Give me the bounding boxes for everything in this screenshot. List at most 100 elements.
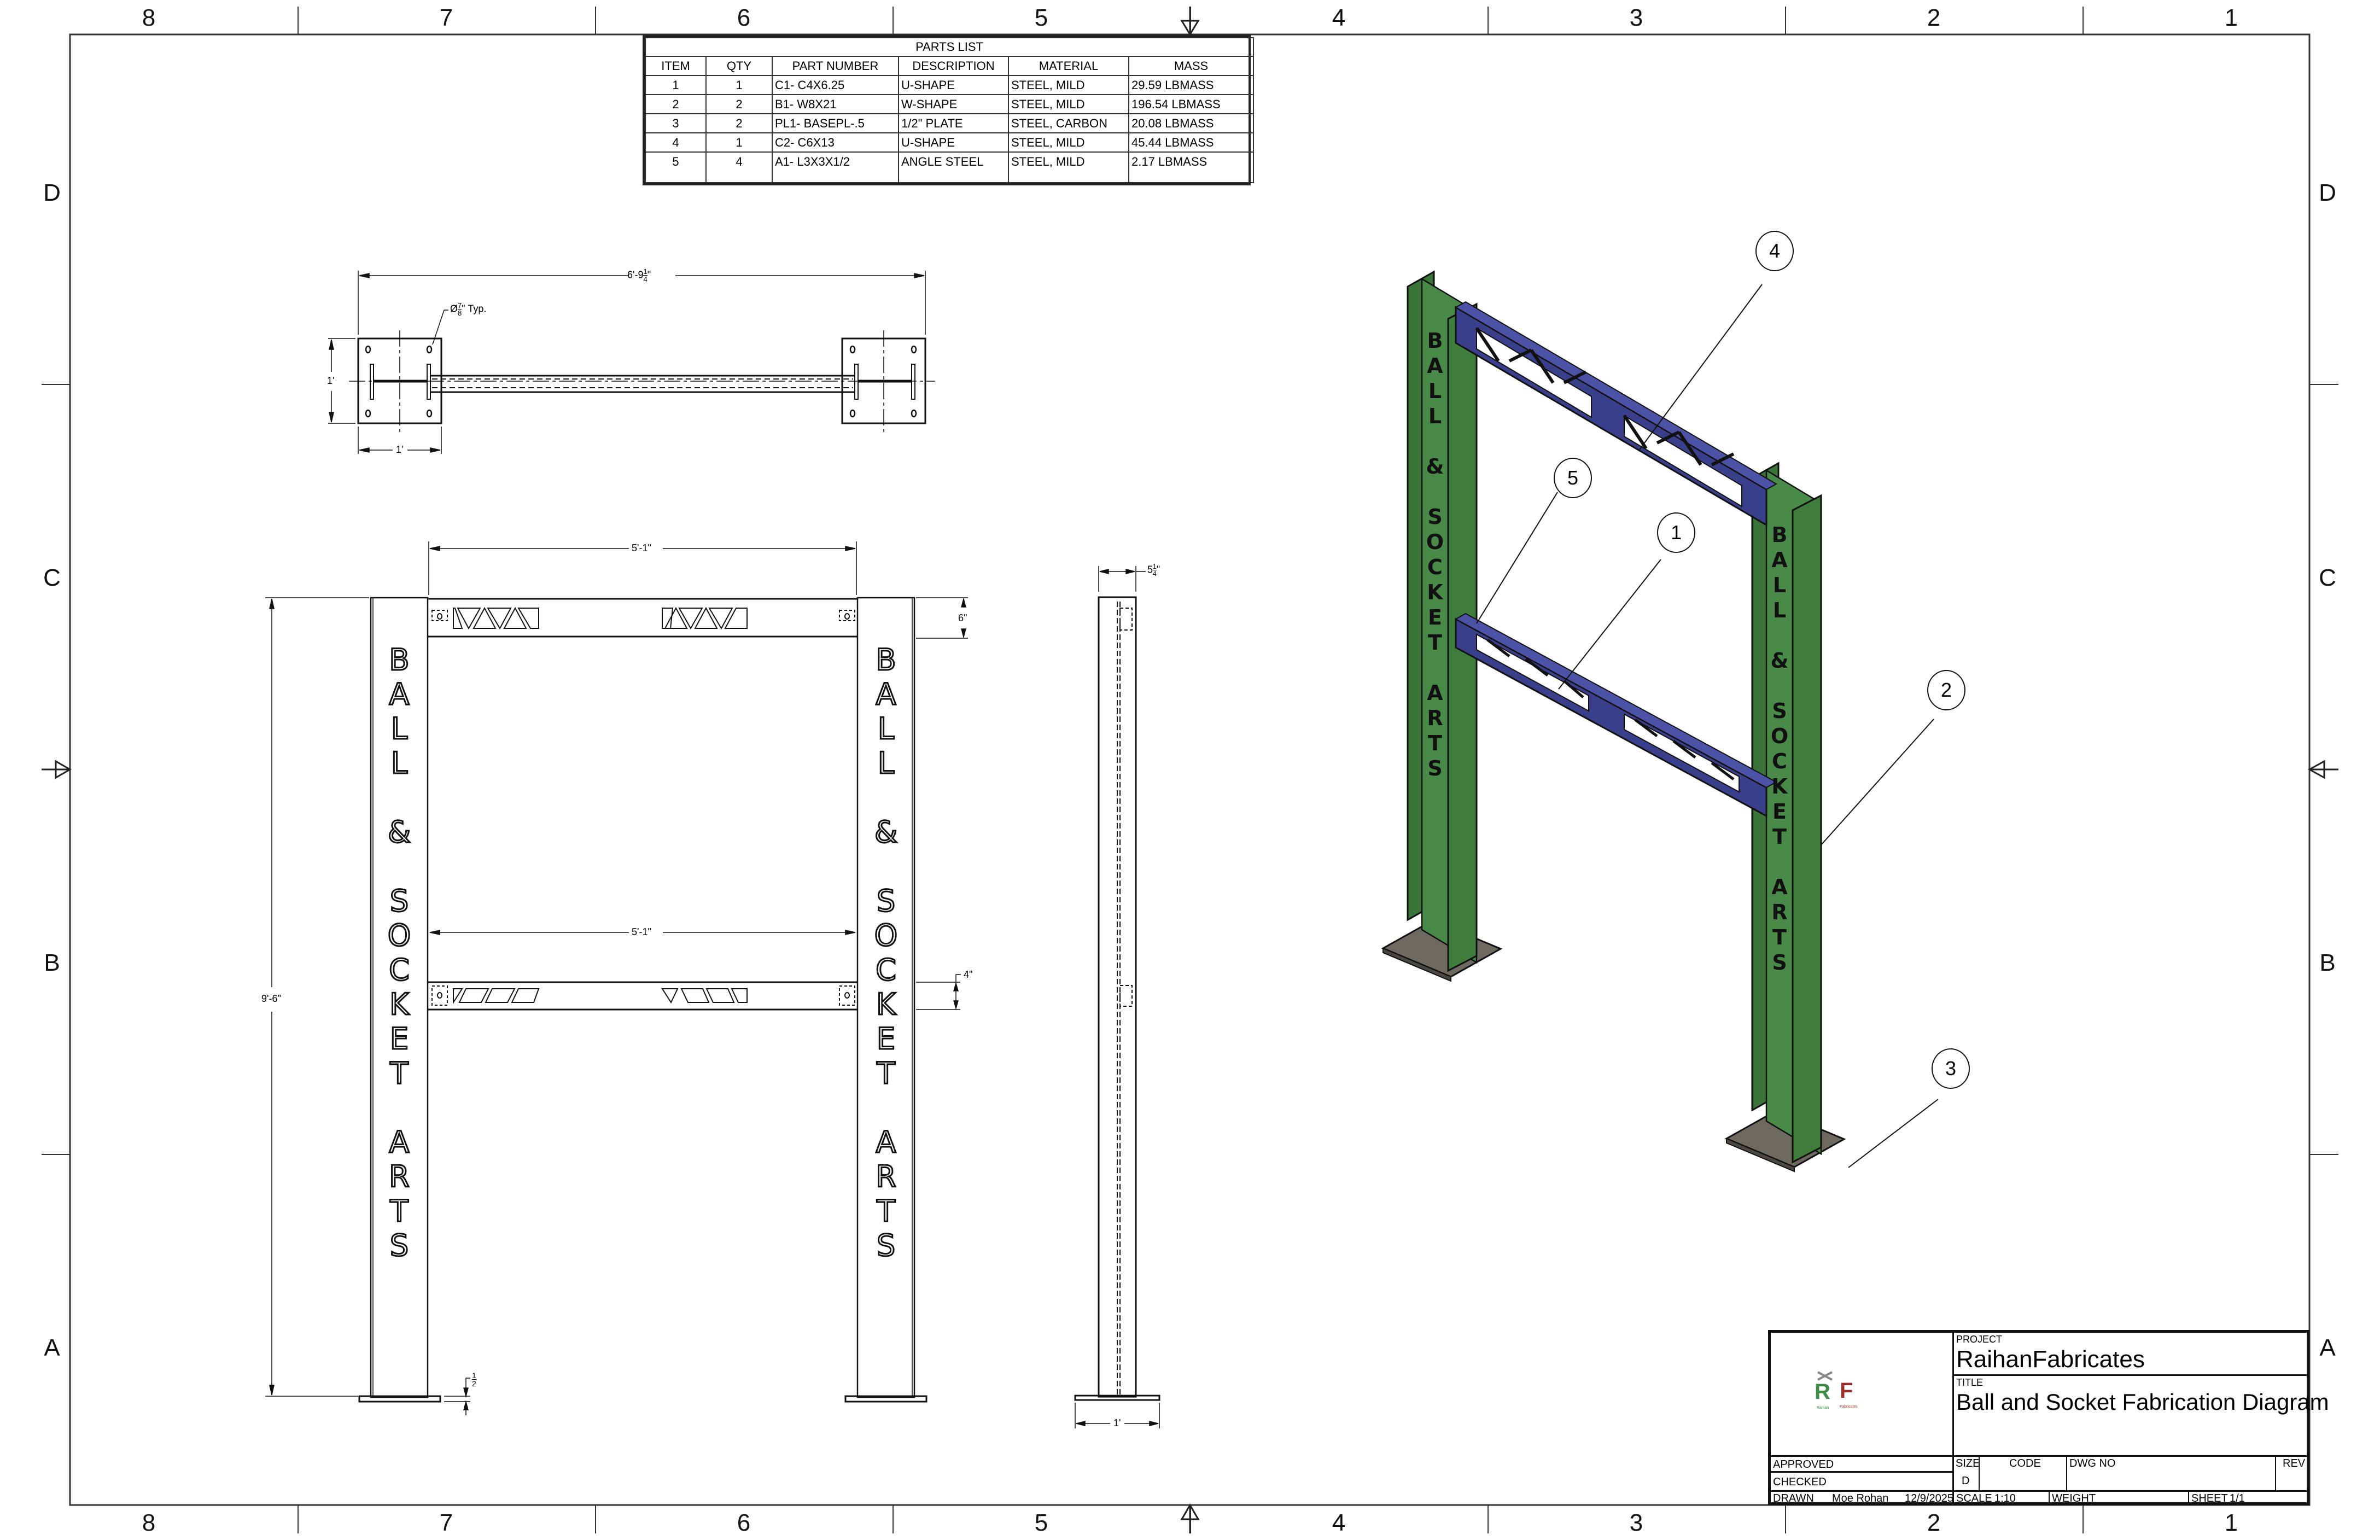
drawn-by: Moe Rohan [1832,1492,1889,1504]
code-label: CODE [2009,1457,2041,1469]
qty-cell: 2 [705,113,773,133]
material-cell: STEEL, CARBON [1008,113,1129,133]
item-cell: 2 [645,94,707,114]
letter: T [1428,631,1442,655]
description-cell: ANGLE STEEL [898,151,1009,183]
letter: R [875,1159,897,1195]
letter-spacer [383,780,416,815]
header-material: MATERIAL [1008,56,1129,76]
letter: T [876,1193,896,1229]
description-cell: 1/2" PLATE [898,113,1009,133]
drawn-label: DRAWN [1773,1492,1814,1504]
dwg-no-label: DWG NO [2069,1457,2116,1469]
letter: T [1772,825,1787,849]
letter: L [390,745,408,781]
project-cell: PROJECT RaihanFabricates [1954,1333,2309,1376]
letter: K [389,987,410,1023]
zone-col-8-top: 8 [142,4,156,31]
balloon-item-1: 1 [1657,512,1695,553]
dim-overall-width-value: 6'-9 [627,269,644,281]
letter: A [1427,681,1443,705]
part-number-cell: A1- L3X3X1/2 [772,151,899,183]
letter: O [1426,530,1444,554]
letter: B [1771,523,1788,547]
balloon-item-3: 3 [1932,1048,1970,1089]
item-cell: 5 [645,151,707,183]
weight-label: WEIGHT [2052,1492,2096,1504]
letter-spacer [1769,673,1790,698]
letter: T [876,1055,896,1092]
logo-caption-left: Raihan [1817,1406,1829,1410]
rev-label: REV [2283,1457,2306,1469]
zone-row-c-right: C [2319,564,2336,591]
zone-col-7-top: 7 [439,4,453,31]
table-row: 4 1 C2- C6X13 U-SHAPE STEEL, MILD 45.44 … [645,132,1255,153]
letter: S [1427,756,1443,780]
letter: L [877,711,895,747]
drawn-cell: DRAWN Moe Rohan 12/9/2025 [1771,1490,1954,1505]
mass-cell: 2.17 LBMASS [1128,151,1255,183]
project-label: PROJECT [1956,1334,2003,1345]
letter: & [387,814,411,850]
letter: C [1772,749,1787,773]
qty-cell: 1 [705,75,773,95]
letter-spacer [1424,655,1446,680]
mass-cell: 20.08 LBMASS [1128,113,1255,133]
item-cell: 3 [645,113,707,133]
zone-col-1-top: 1 [2224,4,2238,31]
checked-cell: CHECKED [1771,1473,1954,1490]
letter: L [877,745,895,781]
zone-col-6-top: 6 [737,4,751,31]
balloon-item-5: 5 [1554,458,1592,498]
letter: O [387,918,412,954]
zone-row-d-right: D [2319,179,2336,206]
zone-col-1-bottom: 1 [2224,1509,2238,1536]
letter: C [875,952,897,988]
letter: K [876,987,896,1023]
drawn-date: 12/9/2025 [1905,1492,1953,1504]
letter: C [1427,555,1443,579]
zone-col-5-top: 5 [1034,4,1048,31]
drawing-title: Ball and Socket Fabrication Diagram [1956,1389,2329,1415]
iso-view [1381,270,1939,1172]
dim-overall-height: 9'-6" [261,993,281,1004]
letter: S [389,1228,409,1264]
zone-row-b-right: B [2319,949,2336,976]
letter: A [388,676,410,713]
dim-flange-whole: 5 [1147,564,1153,575]
part-number-cell: PL1- BASEPL-.5 [772,113,899,133]
zone-row-c-left: C [43,564,61,591]
letter: R [1771,900,1788,924]
mass-cell: 45.44 LBMASS [1128,132,1255,153]
table-row: 2 2 B1- W8X21 W-SHAPE STEEL, MILD 196.54… [645,94,1255,114]
size-cell: SIZE D [1954,1455,1980,1490]
balloon-item-4: 4 [1755,231,1794,271]
zone-row-a-left: A [44,1334,60,1361]
balloon-item-2: 2 [1927,670,1965,710]
zone-col-2-top: 2 [1927,4,1941,31]
material-cell: STEEL, MILD [1008,94,1129,114]
header-qty: QTY [705,56,773,76]
dwg-no-cell: DWG NO [2067,1455,2276,1490]
logo-caption-right: Fabricates [1840,1405,1858,1409]
dim-top-span: 5'-1" [632,542,651,553]
zone-col-4-bottom: 4 [1332,1509,1346,1536]
logo-letter-f: F [1840,1379,1853,1403]
letter: B [875,642,897,678]
frac-num: 1 [472,1371,476,1380]
table-row: 3 2 PL1- BASEPL-.5 1/2" PLATE STEEL, CAR… [645,113,1255,133]
divider [1771,1490,2309,1492]
letter: E [1772,800,1787,824]
frac-num: 1 [643,267,648,276]
size-label: SIZE [1956,1457,1980,1469]
frac-num: 1 [1153,563,1157,570]
letter: & [873,814,898,850]
item-cell: 4 [645,132,707,153]
title-label: TITLE [1956,1377,1984,1388]
header-part-number: PART NUMBER [772,56,899,76]
mass-cell: 196.54 LBMASS [1128,94,1255,114]
scale-cell: SCALE 1:10 [1954,1490,2050,1505]
